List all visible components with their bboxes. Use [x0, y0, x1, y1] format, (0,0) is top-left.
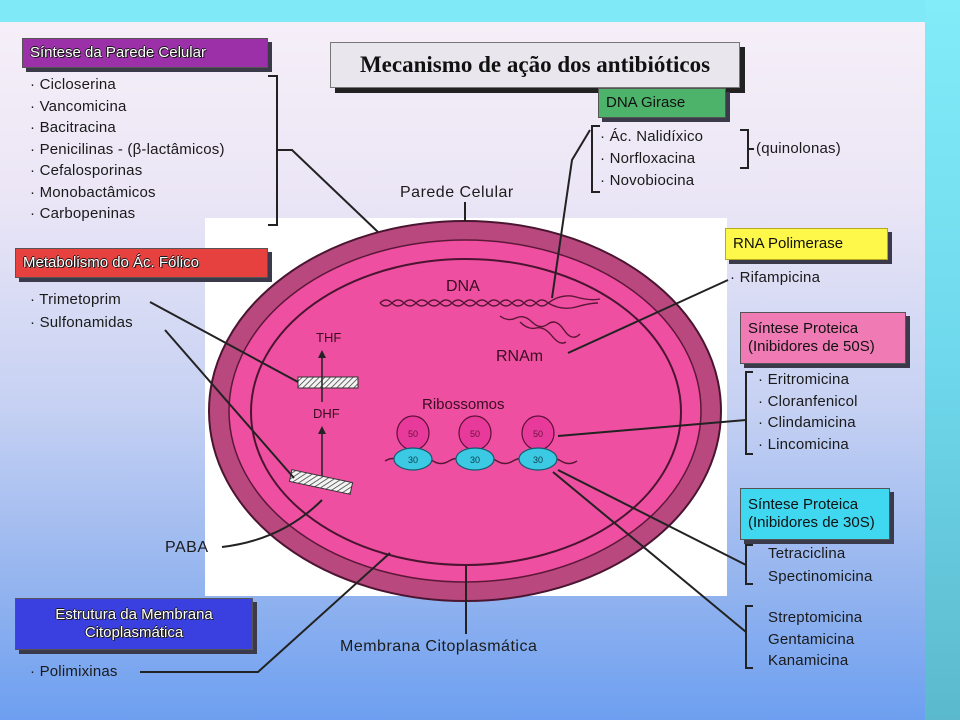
ribosome-small-subunit — [455, 447, 495, 471]
membrane-structure-label-line2: Citoplasmática — [84, 624, 184, 641]
bracket — [745, 544, 753, 585]
folic-acid-metabolism-list: · Trimetoprim · Sulfonamidas — [30, 288, 133, 334]
thf-label: THF — [316, 330, 341, 345]
ribosome: 50 30 — [518, 415, 558, 471]
list-item: · Cefalosporinas — [30, 162, 143, 179]
ribosome: 50 30 — [455, 415, 495, 471]
mrna-strand — [519, 321, 567, 344]
ribosome-large-label: 50 — [408, 429, 418, 439]
title-text: Mecanismo de ação dos antibióticos — [359, 52, 711, 77]
paba-label: PABA — [165, 539, 209, 556]
dna-strand — [379, 299, 599, 310]
ribosome-large-label: 50 — [470, 429, 480, 439]
connector-line — [567, 279, 729, 354]
list-item: · Clindamicina — [758, 414, 856, 432]
bracket — [591, 125, 600, 193]
connector-line — [164, 329, 295, 479]
list-item: · Trimetoprim — [30, 291, 121, 308]
bracket — [745, 371, 753, 455]
quinolones-note: (quinolonas) — [756, 140, 841, 157]
bracket — [740, 129, 749, 169]
list-item: · Polimixinas — [30, 663, 118, 680]
folic-acid-metabolism-header: Metabolismo do Ác. Fólico — [15, 248, 268, 278]
dhf-label: DHF — [313, 406, 340, 421]
cytoplasmic-membrane — [250, 258, 682, 566]
protein-synthesis-30s-list-b: Streptomicina Gentamicina Kanamicina — [768, 607, 862, 672]
membrane-label: Membrana Citoplasmática — [340, 638, 537, 655]
dna-label: DNA — [446, 278, 480, 295]
mrna-strand — [499, 315, 581, 338]
list-item: · Monobactâmicos — [30, 183, 156, 201]
list-item: Gentamicina — [768, 630, 855, 648]
ribosome-small-subunit — [393, 447, 433, 471]
connector-line — [140, 552, 391, 673]
list-item: · Cloranfenicol — [758, 392, 858, 410]
dna-gyrase-list: · Ác. Nalidíxico · Norfloxacina · Novobi… — [600, 126, 703, 192]
list-item: · Sulfonamidas — [30, 314, 133, 331]
protein-synthesis-30s-label-line2: (Inibidores de 30S) — [748, 514, 875, 531]
folic-acid-pathway — [288, 350, 359, 495]
list-item: Streptomicina — [768, 609, 863, 626]
folic-acid-metabolism-label: Metabolismo do Ác. Fólico — [23, 254, 199, 271]
protein-synthesis-50s-list: · Eritromicina · Cloranfenicol · Clindam… — [758, 369, 858, 456]
connector-line — [277, 149, 379, 233]
cell-wall-synthesis-header: Síntese da Parede Celular — [22, 38, 268, 68]
membrane-structure-list: · Polimixinas — [30, 661, 118, 682]
connectors — [140, 75, 754, 673]
list-item: · Lincomicina — [758, 436, 849, 454]
mrna-label: RNAm — [496, 348, 543, 365]
list-item: · Penicilinas - (β-lactâmicos) — [30, 140, 225, 158]
connector-line — [557, 419, 747, 437]
ribosome-large-label: 50 — [533, 429, 543, 439]
ribosome: 50 30 — [393, 415, 433, 471]
membrane-structure-label-line1: Estrutura da Membrana — [55, 606, 213, 623]
membrane-structure-header: Estrutura da Membrana Citoplasmática — [15, 598, 253, 650]
ribosome-small-subunit — [518, 447, 558, 471]
rna-polymerase-header: RNA Polimerase — [725, 228, 888, 260]
enzyme-block-bar — [297, 376, 359, 389]
rna-polymerase-list: · Rifampicina — [730, 267, 820, 288]
list-item: · Ác. Nalidíxico — [600, 128, 704, 145]
list-item: · Rifampicina — [730, 269, 821, 286]
connector-line — [557, 469, 747, 566]
list-item: · Cicloserina — [30, 76, 116, 93]
bracket — [268, 75, 278, 226]
list-item: · Bacitracina — [30, 119, 116, 136]
list-item: Spectinomicina — [768, 568, 873, 585]
connector-line — [551, 129, 591, 299]
dna-helix — [379, 295, 601, 344]
protein-synthesis-30s-list-a: Tetraciclina Spectinomicina — [768, 542, 873, 588]
connector-line — [552, 471, 747, 633]
dna-gyrase-label: DNA Girase — [606, 94, 686, 111]
connector-line — [221, 499, 323, 548]
dna-gyrase-header: DNA Girase — [598, 88, 726, 118]
list-item: Kanamicina — [768, 652, 849, 670]
list-item: · Eritromicina — [758, 371, 850, 388]
ribosome-small-label: 30 — [533, 455, 543, 465]
ribosome-small-label: 30 — [470, 455, 480, 465]
protein-synthesis-50s-header: Síntese Proteica (Inibidores de 50S) — [740, 312, 906, 364]
protein-synthesis-30s-header: Síntese Proteica (Inibidores de 30S) — [740, 488, 890, 540]
slide-frame-right — [925, 0, 960, 720]
list-item: · Carbopeninas — [30, 205, 136, 222]
cell-wall-label: Parede Celular — [400, 184, 514, 201]
list-item: · Vancomicina — [30, 97, 127, 115]
rna-polymerase-label: RNA Polimerase — [733, 235, 844, 252]
ribosome-small-label: 30 — [408, 455, 418, 465]
protein-synthesis-50s-label-line1: Síntese Proteica — [748, 320, 859, 337]
list-item: · Norfloxacina — [600, 150, 696, 167]
cell-wall-synthesis-label: Síntese da Parede Celular — [30, 44, 206, 61]
ribosomes-label: Ribossomos — [422, 396, 505, 413]
connector-line — [149, 301, 299, 383]
protein-synthesis-30s-label-line1: Síntese Proteica — [748, 496, 859, 513]
cell-wall-synthesis-list: · Cicloserina · Vancomicina · Bacitracin… — [30, 74, 225, 225]
page-title: Mecanismo de ação dos antibióticos — [330, 42, 740, 88]
list-item: · Novobiocina — [600, 172, 695, 189]
bracket — [745, 605, 753, 669]
list-item: Tetraciclina — [768, 545, 846, 562]
protein-synthesis-50s-label-line2: (Inibidores de 50S) — [748, 338, 875, 355]
